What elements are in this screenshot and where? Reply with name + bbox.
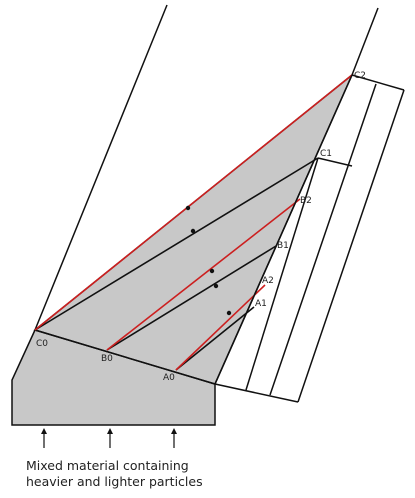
right-wall-line bbox=[351, 7, 379, 76]
left-wall-line bbox=[34, 4, 168, 331]
label-b0: B0 bbox=[101, 354, 113, 364]
bottom-edge-line bbox=[34, 329, 216, 385]
arrow-dot bbox=[185, 205, 191, 211]
red-trajectory-a0-a2 bbox=[175, 284, 266, 371]
label-c1: C1 bbox=[320, 149, 332, 159]
feed-arrow bbox=[107, 428, 113, 448]
arrow-dot bbox=[190, 228, 196, 234]
label-a2: A2 bbox=[262, 276, 274, 286]
arrow-dot bbox=[226, 310, 232, 316]
measure-tick bbox=[214, 383, 299, 403]
trajectory-a0-a1 bbox=[175, 306, 255, 371]
measure-line bbox=[245, 157, 319, 391]
measure-tick bbox=[317, 157, 353, 167]
measure-line bbox=[214, 74, 353, 385]
label-a0: A0 bbox=[163, 373, 175, 383]
arrow-dot bbox=[213, 283, 219, 289]
measure-line bbox=[269, 83, 377, 396]
red-trajectory-b0-b2 bbox=[106, 198, 301, 351]
label-c0: C0 bbox=[36, 339, 48, 349]
label-c2: C2 bbox=[354, 71, 366, 81]
caption-line-2: heavier and lighter particles bbox=[26, 474, 203, 489]
trajectory-c0-c1 bbox=[34, 157, 319, 331]
label-b1: B1 bbox=[277, 241, 289, 251]
arrow-dot bbox=[209, 268, 215, 274]
red-trajectory-c0-c2 bbox=[34, 74, 353, 331]
measure-tick bbox=[351, 74, 405, 91]
feed-arrow bbox=[41, 428, 47, 448]
measure-line bbox=[297, 89, 405, 403]
caption-line-1: Mixed material containing bbox=[26, 458, 189, 473]
label-a1: A1 bbox=[255, 299, 267, 309]
label-b2: B2 bbox=[300, 196, 312, 206]
feed-arrow bbox=[171, 428, 177, 448]
trajectory-b0-b1 bbox=[106, 245, 277, 351]
